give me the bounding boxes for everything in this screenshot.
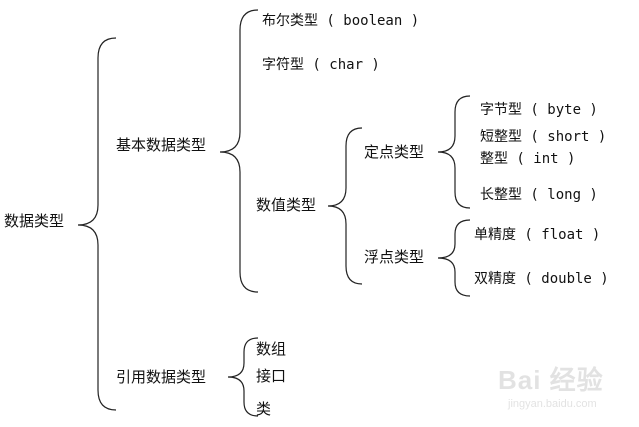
- root-brace: [77, 37, 117, 411]
- class-type: 类: [256, 400, 272, 418]
- char-type: 字符型 ( char ): [262, 57, 380, 73]
- interface-type: 接口: [256, 367, 287, 385]
- baidu-jingyan-watermark: Bai 经验 jingyan.baidu.com: [490, 360, 630, 420]
- floating-brace: [437, 219, 471, 297]
- reference-types-label: 引用数据类型: [116, 368, 207, 386]
- root-label: 数据类型: [4, 212, 65, 230]
- basic-types-label: 基本数据类型: [116, 136, 207, 154]
- long-type: 长整型 ( long ): [480, 187, 598, 203]
- double-type: 双精度 ( double ): [474, 271, 609, 287]
- reference-brace: [227, 337, 259, 417]
- watermark-logo-text: Bai 经验: [498, 365, 604, 395]
- watermark-url: jingyan.baidu.com: [508, 398, 597, 410]
- array-type: 数组: [256, 340, 287, 358]
- boolean-type: 布尔类型 ( boolean ): [262, 13, 420, 29]
- basic-brace: [219, 9, 259, 293]
- int-type: 整型 ( int ): [480, 151, 576, 167]
- float-type: 单精度 ( float ): [474, 227, 601, 243]
- numeric-brace: [327, 127, 363, 285]
- numeric-types-label: 数值类型: [256, 196, 317, 214]
- byte-type: 字节型 ( byte ): [480, 102, 598, 118]
- fixed-point-label: 定点类型: [364, 143, 425, 161]
- short-type: 短整型 ( short ): [480, 129, 607, 145]
- fixed-brace: [437, 95, 471, 209]
- floating-point-label: 浮点类型: [364, 248, 425, 266]
